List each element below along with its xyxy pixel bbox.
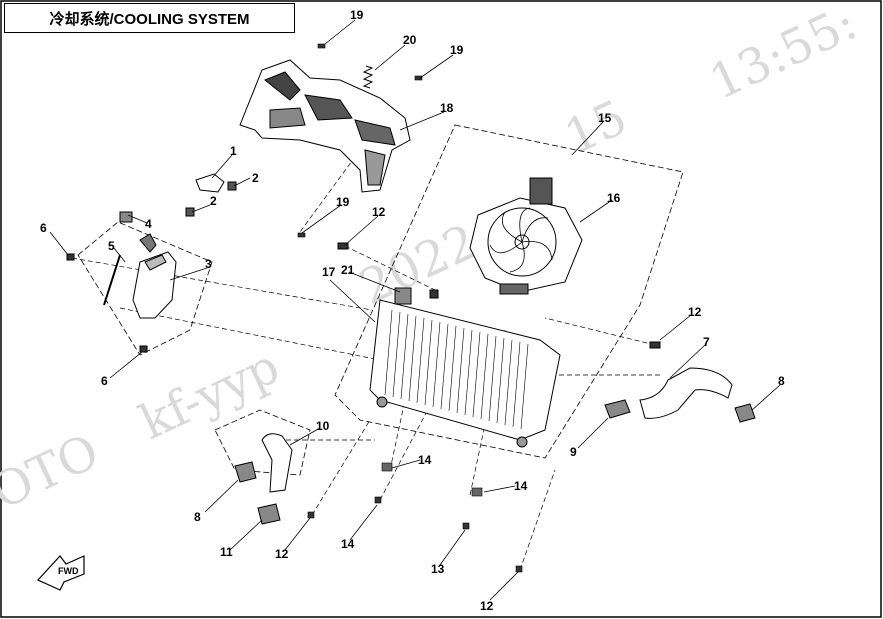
callout-12b: 12 [688, 305, 702, 319]
spring [362, 65, 374, 89]
callout-7: 7 [703, 335, 710, 349]
callout-12a: 12 [372, 205, 386, 219]
page-title: 冷却系统/COOLING SYSTEM [49, 10, 250, 28]
callout-12c: 12 [275, 547, 289, 561]
callout-numbers: 19 20 19 18 1 2 2 4 6 5 3 6 19 12 15 16 … [40, 8, 785, 613]
callout-6b: 6 [101, 374, 108, 388]
callout-15: 15 [598, 111, 612, 125]
radiator-hose-lower [604, 367, 756, 423]
fwd-label: FWD [58, 566, 79, 576]
callout-1: 1 [230, 144, 237, 158]
callout-14a: 14 [418, 453, 432, 467]
callout-19b: 19 [450, 43, 464, 57]
radiator [337, 242, 661, 448]
callout-13b: 13 [431, 562, 445, 576]
hose-fitting [185, 173, 237, 217]
watermark-fragment: 15 [556, 89, 635, 166]
watermark: kf-yyp 2022- 13:55: OTO 15 [0, 0, 865, 521]
callout-21: 21 [341, 263, 355, 277]
watermark-brand: OTO [0, 423, 107, 521]
callout-19c: 19 [336, 195, 350, 209]
reservoir-group-boundary [77, 221, 213, 356]
callout-16: 16 [607, 191, 621, 205]
coolant-reservoir [66, 211, 177, 353]
radiator-hose-upper [234, 433, 293, 525]
callout-14b: 14 [514, 479, 528, 493]
callout-11: 11 [220, 545, 233, 559]
radiator-group-boundary [334, 124, 684, 459]
watermark-user: kf-yyp [131, 338, 287, 451]
callout-4: 4 [145, 217, 152, 231]
fan-shroud-bracket [239, 59, 411, 193]
hose-group-boundary [214, 409, 311, 476]
callout-10: 10 [316, 419, 330, 433]
watermark-time: 13:55: [701, 0, 865, 111]
title-box: 冷却系统/COOLING SYSTEM [4, 3, 295, 33]
callout-20: 20 [403, 33, 417, 47]
callout-9: 9 [570, 445, 577, 459]
fasteners [307, 462, 523, 573]
callout-leaders [49, 19, 781, 601]
group-boundaries [77, 124, 684, 476]
callout-5: 5 [108, 239, 115, 253]
leader-lines [71, 149, 660, 571]
callout-18: 18 [440, 101, 454, 115]
callout-2b: 2 [210, 194, 217, 208]
callout-17: 17 [322, 265, 336, 279]
callout-8b: 8 [194, 510, 201, 524]
callout-2a: 2 [252, 171, 259, 185]
cooling-fan [469, 177, 583, 295]
callout-19a: 19 [350, 8, 364, 22]
callout-12d: 12 [480, 599, 494, 613]
callout-3: 3 [205, 257, 212, 271]
callout-8a: 8 [778, 374, 785, 388]
callout-6a: 6 [40, 221, 47, 235]
callout-13a: 14 [341, 537, 355, 551]
bolts-19 [297, 43, 423, 238]
fwd-arrow: FWD [36, 555, 85, 591]
